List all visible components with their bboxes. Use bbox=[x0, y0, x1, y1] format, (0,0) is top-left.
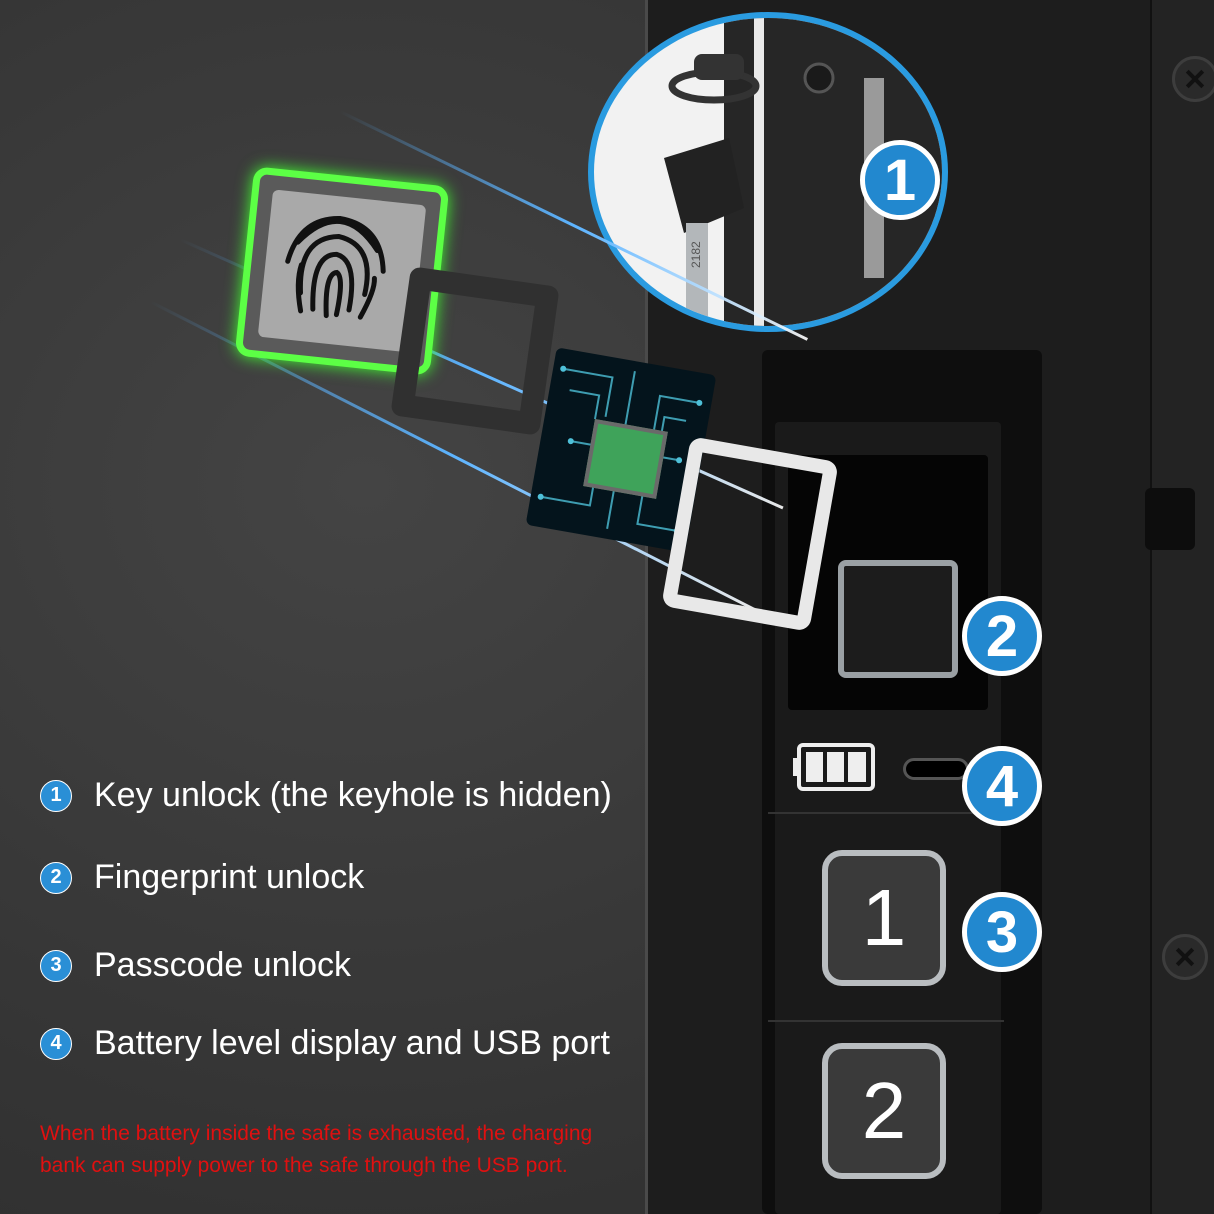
usb-port-icon[interactable] bbox=[903, 758, 969, 780]
legend-number: 2 bbox=[40, 861, 72, 894]
screw-icon bbox=[1162, 934, 1208, 980]
fingerprint-icon bbox=[285, 216, 386, 320]
chip-core bbox=[583, 419, 668, 499]
keypad-button-1[interactable]: 1 bbox=[822, 850, 946, 986]
key-row-divider bbox=[768, 1020, 1004, 1022]
battery-icon bbox=[793, 743, 875, 791]
door-hinge bbox=[1145, 488, 1195, 550]
key-row-divider bbox=[768, 812, 1004, 814]
legend-text: Battery level display and USB port bbox=[94, 1024, 610, 1062]
fingerprint-cover bbox=[234, 166, 450, 376]
legend-text: Fingerprint unlock bbox=[94, 858, 365, 896]
legend-number: 4 bbox=[40, 1027, 72, 1060]
legend-item: 1 Key unlock (the keyhole is hidden) bbox=[40, 776, 612, 815]
usb-power-note: When the battery inside the safe is exha… bbox=[40, 1122, 593, 1177]
key-engraving: 2182 bbox=[689, 241, 703, 268]
sensor-frame bbox=[390, 266, 560, 436]
fingerprint-glass bbox=[257, 189, 427, 353]
sensor-chip bbox=[525, 347, 717, 553]
badge-battery: 4 bbox=[962, 746, 1042, 826]
badge-fingerprint: 2 bbox=[962, 596, 1042, 676]
legend-item: 2 Fingerprint unlock bbox=[40, 858, 364, 897]
legend-text: Passcode unlock bbox=[94, 946, 352, 984]
badge-key: 1 bbox=[860, 140, 940, 220]
keypad-button-2[interactable]: 2 bbox=[822, 1043, 946, 1179]
sensor-bezel bbox=[661, 436, 839, 632]
legend-text: Key unlock (the keyhole is hidden) bbox=[94, 776, 612, 814]
legend-number: 3 bbox=[40, 949, 72, 982]
fingerprint-sensor[interactable] bbox=[838, 560, 958, 678]
legend-number: 1 bbox=[40, 779, 72, 812]
legend-item: 4 Battery level display and USB port bbox=[40, 1024, 610, 1063]
badge-passcode: 3 bbox=[962, 892, 1042, 972]
safe-body bbox=[1150, 0, 1214, 1214]
screw-icon bbox=[1172, 56, 1214, 102]
legend-item: 3 Passcode unlock bbox=[40, 946, 351, 985]
